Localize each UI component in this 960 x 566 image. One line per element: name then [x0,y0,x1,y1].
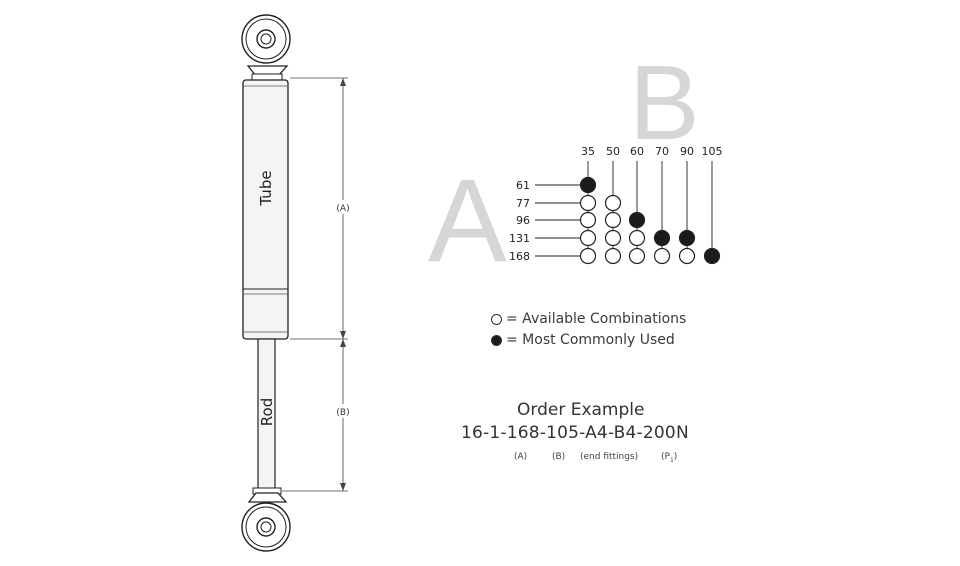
legend-common-label: = Most Commonly Used [506,332,675,348]
row-label-131: 131 [509,232,530,245]
bottom-end-fitting [241,487,291,552]
combination-matrix: 35 50 60 70 90 105 61 77 96 131 168 [509,145,723,265]
open-circle-icon [579,194,597,212]
rod-label: Rod [258,398,276,426]
code-part-force-label: (P [661,452,670,462]
filled-circle-icon [628,211,646,229]
open-circle-icon [678,247,696,265]
column-label-60: 60 [630,145,644,158]
column-label-90: 90 [680,145,694,158]
legend-available: = Available Combinations [491,311,686,327]
code-part-end-fittings: (end fittings) [580,452,639,462]
open-circle-icon [604,211,622,229]
row-label-77: 77 [516,197,530,210]
order-example-title: Order Example [517,400,645,420]
dimension-a: (A) [290,77,353,339]
open-circle-icon [628,247,646,265]
dimension-a-watermark: A [428,155,507,287]
column-label-50: 50 [606,145,620,158]
open-circle-icon [491,313,502,325]
dimension-b: (B) [282,338,353,492]
open-circle-icon [579,211,597,229]
rod: Rod [257,338,276,492]
filled-circle-icon [678,229,696,247]
open-circle-icon [628,229,646,247]
code-part-b: (B) [552,452,566,462]
open-circle-icon [579,247,597,265]
code-part-force: (P1) [661,452,677,464]
legend-common: = Most Commonly Used [491,332,675,348]
open-circle-icon [604,194,622,212]
column-label-35: 35 [581,145,595,158]
dimension-b-watermark: B [629,44,700,162]
legend-available-label: = Available Combinations [506,311,687,327]
tube-label: Tube [257,170,275,206]
dimension-a-label: (A) [336,204,349,214]
row-label-168: 168 [509,250,530,263]
dimension-b-label: (B) [336,408,349,418]
column-label-70: 70 [655,145,669,158]
code-part-force-subscript: 1 [669,456,674,464]
filled-circle-icon [703,247,721,265]
code-part-force-close: ) [673,452,678,462]
row-label-96: 96 [516,214,530,227]
row-label-61: 61 [516,179,530,192]
open-circle-icon [604,229,622,247]
filled-circle-icon [491,334,502,346]
code-part-a: (A) [514,452,528,462]
tube: Tube [242,79,289,340]
column-label-105: 105 [702,145,723,158]
filled-circle-icon [653,229,671,247]
order-example-code: 16-1-168-105-A4-B4-200N [461,423,689,443]
open-circle-icon [604,247,622,265]
filled-circle-icon [579,176,597,194]
top-end-fitting [241,14,291,81]
open-circle-icon [579,229,597,247]
open-circle-icon [653,247,671,265]
